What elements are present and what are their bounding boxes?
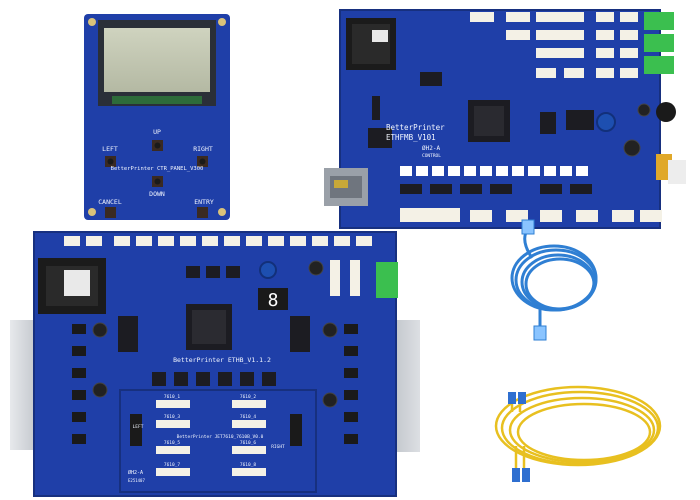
connector-label-1: 7610_1 bbox=[164, 394, 181, 400]
board-marking: ØH2-A bbox=[422, 145, 440, 152]
lcd-display bbox=[98, 20, 216, 106]
rj45-plug-bottom bbox=[533, 325, 547, 341]
entry-label: ENTRY bbox=[194, 198, 214, 206]
head-terminal-block bbox=[376, 262, 398, 298]
fiber-connectors bbox=[508, 392, 530, 482]
fiber-optic-cable bbox=[494, 385, 662, 470]
cancel-button[interactable] bbox=[105, 207, 116, 218]
board-name-line1: BetterPrinter bbox=[386, 123, 445, 132]
connector-label-2: 7610_2 bbox=[240, 394, 257, 400]
connector-label-6: 7610_6 bbox=[240, 440, 257, 446]
capacitor bbox=[596, 112, 616, 132]
connector-label-8: 7610_8 bbox=[240, 462, 257, 468]
head-top-connectors bbox=[64, 236, 372, 246]
adapter-marking-sub: E251407 bbox=[128, 478, 145, 483]
top-connectors bbox=[470, 12, 638, 78]
connector-label-3: 7610_3 bbox=[164, 414, 181, 420]
right-label: RIGHT bbox=[271, 444, 285, 450]
up-label: UP bbox=[153, 128, 161, 136]
board-name-line2: ETHFMB_V101 bbox=[386, 133, 436, 142]
control-panel-board: UP LEFT RIGHT BetterPrinter CTR_PANEL_V3… bbox=[84, 14, 230, 220]
adapter-board-name: BetterPrinter JET7610_7610B_V0.0 bbox=[177, 434, 264, 440]
board-name-label: BetterPrinter CTR_PANEL_V300 bbox=[111, 166, 204, 172]
left-label: LEFT bbox=[133, 424, 144, 430]
down-label: DOWN bbox=[149, 190, 165, 198]
adapter-marking: ØH2-A bbox=[128, 469, 143, 476]
driver-rows bbox=[400, 166, 588, 176]
seven-segment-display bbox=[258, 288, 288, 310]
terminal-blocks bbox=[644, 12, 674, 74]
main-board: BetterPrinter ETHFMB_V101 ØH2-A CONTROL bbox=[324, 9, 686, 229]
right-label: RIGHT bbox=[193, 145, 213, 153]
display-digit: 8 bbox=[268, 290, 279, 311]
adapter-connectors bbox=[156, 400, 266, 476]
rj45-plug-top bbox=[521, 219, 535, 235]
ethernet-cable bbox=[510, 227, 598, 330]
connector-label-7: 7610_7 bbox=[164, 462, 181, 468]
entry-button[interactable] bbox=[197, 207, 208, 218]
power-transistors bbox=[72, 324, 358, 444]
bottom-connectors bbox=[400, 208, 662, 222]
left-label: LEFT bbox=[102, 145, 118, 153]
connector-label-5: 7610_5 bbox=[164, 440, 181, 446]
adapter-board: 7610_1 7610_2 7610_3 7610_4 7610_5 7610_… bbox=[119, 389, 317, 493]
board-marking-sub: CONTROL bbox=[422, 153, 441, 159]
cancel-label: CANCEL bbox=[98, 198, 122, 206]
head-board-name: BetterPrinter ETHB_V1.1.2 bbox=[173, 356, 271, 364]
connector-label-4: 7610_4 bbox=[240, 414, 257, 420]
